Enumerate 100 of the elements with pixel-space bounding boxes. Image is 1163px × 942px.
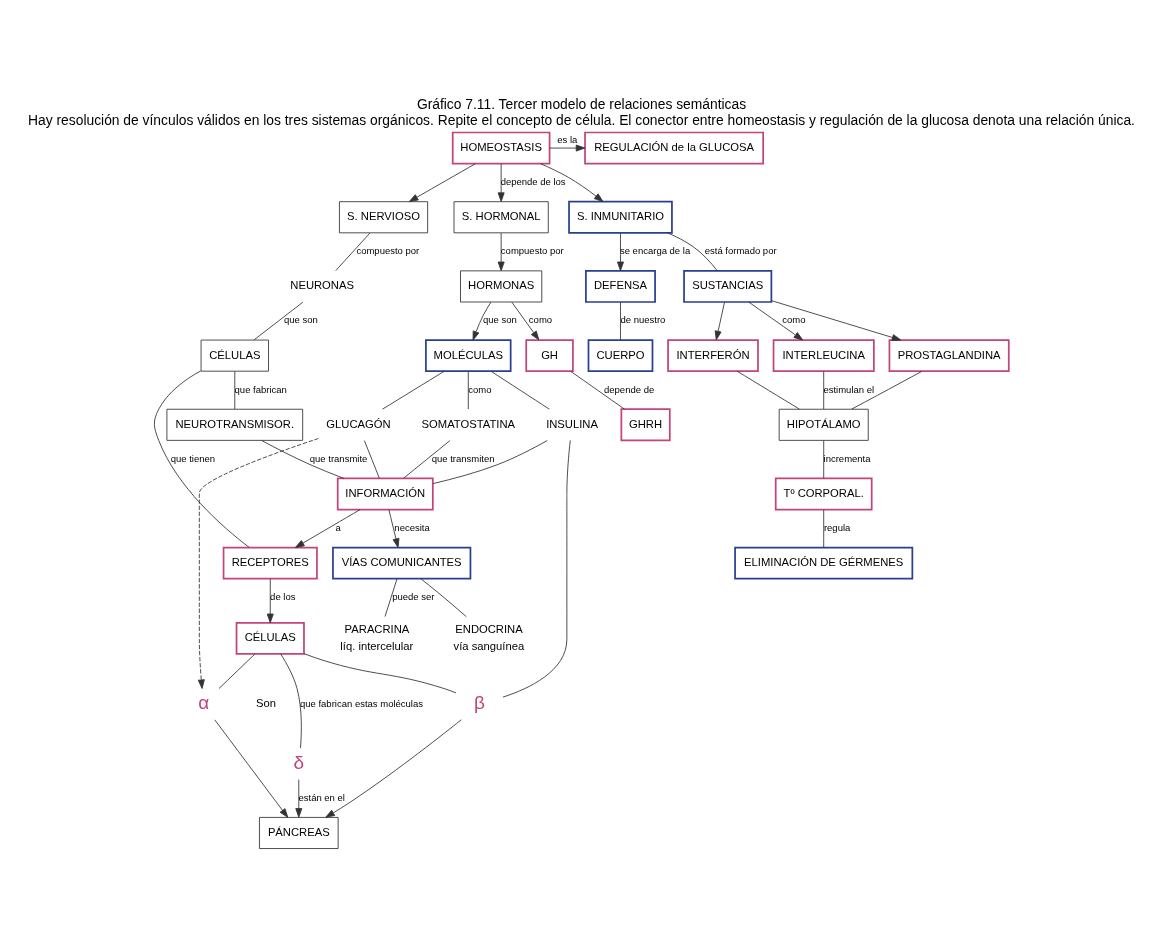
connector	[403, 439, 451, 479]
edge-label: que son	[482, 313, 517, 325]
edge-label: depende de	[604, 383, 655, 395]
arrow	[497, 232, 505, 271]
edge-label: que fabrican	[234, 383, 287, 395]
node-box: INTERLEUCINA	[772, 338, 875, 372]
node-text: α	[198, 691, 210, 713]
node-box: S. INMUNITARIO	[568, 200, 673, 234]
node-box: MOLÉCULAS	[425, 338, 512, 372]
arrow	[617, 232, 624, 271]
connector	[154, 369, 250, 548]
connector	[823, 439, 825, 479]
caption: Hay resolución de vínculos válidos en los tres sistemas orgánicos. Repite el concepto de célula. El conector entre homeostasis y regulación de la glucosa denota una relación única.	[28, 111, 1135, 128]
arrow	[214, 718, 289, 818]
edge-label: que transmiten	[431, 452, 495, 464]
connector	[502, 439, 571, 698]
connector	[851, 370, 923, 410]
edge-label: de los	[270, 590, 296, 602]
arrow	[266, 577, 274, 623]
node-text: β	[474, 691, 485, 713]
connector	[218, 653, 256, 689]
arrow	[325, 718, 462, 818]
node-box: HOMEOSTASIS	[451, 131, 551, 164]
edge-label: estimulan el	[823, 383, 875, 395]
node-box: DEFENSA	[585, 269, 656, 303]
connector	[620, 301, 621, 340]
connector	[303, 652, 457, 693]
edge-label: es la	[557, 133, 578, 145]
connector	[823, 370, 825, 409]
diagram-title: Gráfico 7.11. Tercer modelo de relaciones semánticas	[416, 95, 747, 112]
connector	[432, 439, 548, 484]
edge-label: que son	[284, 313, 318, 325]
connector	[335, 232, 371, 271]
edge-label: regula	[823, 521, 851, 533]
node-box: GHRH	[620, 407, 671, 441]
node-box: INTERFERÓN	[667, 338, 759, 372]
arrow	[388, 508, 400, 548]
connector	[384, 577, 398, 617]
connector	[490, 370, 550, 410]
connector	[736, 370, 800, 410]
node-text: GLUCAGÓN	[326, 417, 391, 430]
arrow	[540, 162, 604, 202]
connector	[364, 439, 380, 479]
label: Son	[255, 696, 276, 709]
arrow	[748, 301, 804, 340]
connector	[570, 370, 625, 410]
node-box: PÁNCREAS	[259, 816, 339, 849]
node-box: HORMONAS	[460, 269, 543, 302]
node-text: PARACRINA	[344, 622, 410, 635]
node-text: NEURONAS	[290, 278, 354, 291]
node-box: REGULACIÓN de la GLUCOSA	[584, 131, 765, 164]
node-box: VÍAS COMUNICANTES	[332, 546, 472, 580]
arrow	[408, 162, 476, 202]
node-box: CUERPO	[587, 338, 654, 372]
arrow	[771, 299, 902, 341]
connector	[382, 370, 445, 410]
node-box: GH	[525, 338, 574, 372]
edge-label: que tienen	[170, 452, 216, 464]
connector	[420, 578, 467, 617]
arrow	[295, 508, 361, 548]
node-label: vía sanguínea	[453, 639, 525, 652]
connector	[467, 370, 469, 409]
connector	[667, 231, 718, 271]
connector	[280, 653, 302, 749]
node-label: líq. intercelular	[340, 639, 414, 652]
edge-label: compuesto por	[356, 244, 420, 256]
arrow	[472, 301, 492, 340]
node-box: CÉLULAS	[235, 621, 305, 655]
node-box: RECEPTORES	[222, 546, 318, 580]
edge-label: está formado por	[704, 244, 777, 256]
edge-label: puede ser	[392, 590, 435, 602]
node-box: CÉLULAS	[200, 339, 269, 372]
arrow	[549, 144, 586, 152]
edge-label: depende de los	[500, 175, 566, 187]
edge-label: que transmite	[309, 452, 368, 464]
edge-label: a	[335, 521, 341, 533]
node-box: PROSTAGLANDINA	[888, 338, 1010, 372]
node-text: ENDOCRINA	[455, 622, 523, 635]
connector	[253, 301, 304, 340]
connector	[823, 508, 825, 548]
node-text: SOMATOSTATINA	[421, 417, 515, 430]
edge-label: de nuestro	[620, 313, 666, 325]
edge-label: compuesto por	[500, 244, 564, 256]
node-box: Tº CORPORAL.	[774, 477, 873, 510]
node-box: SUSTANCIAS	[683, 269, 773, 303]
node-box: NEUROTRANSMISOR.	[166, 408, 304, 441]
node-box: ELIMINACIÓN DE GÉRMENES	[734, 546, 914, 580]
arrow	[511, 301, 540, 340]
edge-label: que fabrican estas moléculas	[299, 697, 424, 709]
arrow	[714, 301, 725, 340]
connector	[234, 370, 236, 409]
node-box: HIPOTÁLAMO	[778, 408, 869, 441]
edge-label: necesita	[394, 521, 430, 533]
edge-label: como	[782, 313, 806, 325]
node-box: INFORMACIÓN	[336, 477, 434, 510]
arrow	[497, 163, 505, 202]
arrow	[295, 778, 303, 818]
edge-label: están en el	[298, 791, 345, 803]
edge-label: incrementa	[823, 452, 871, 464]
node-box: S. HORMONAL	[453, 200, 549, 233]
